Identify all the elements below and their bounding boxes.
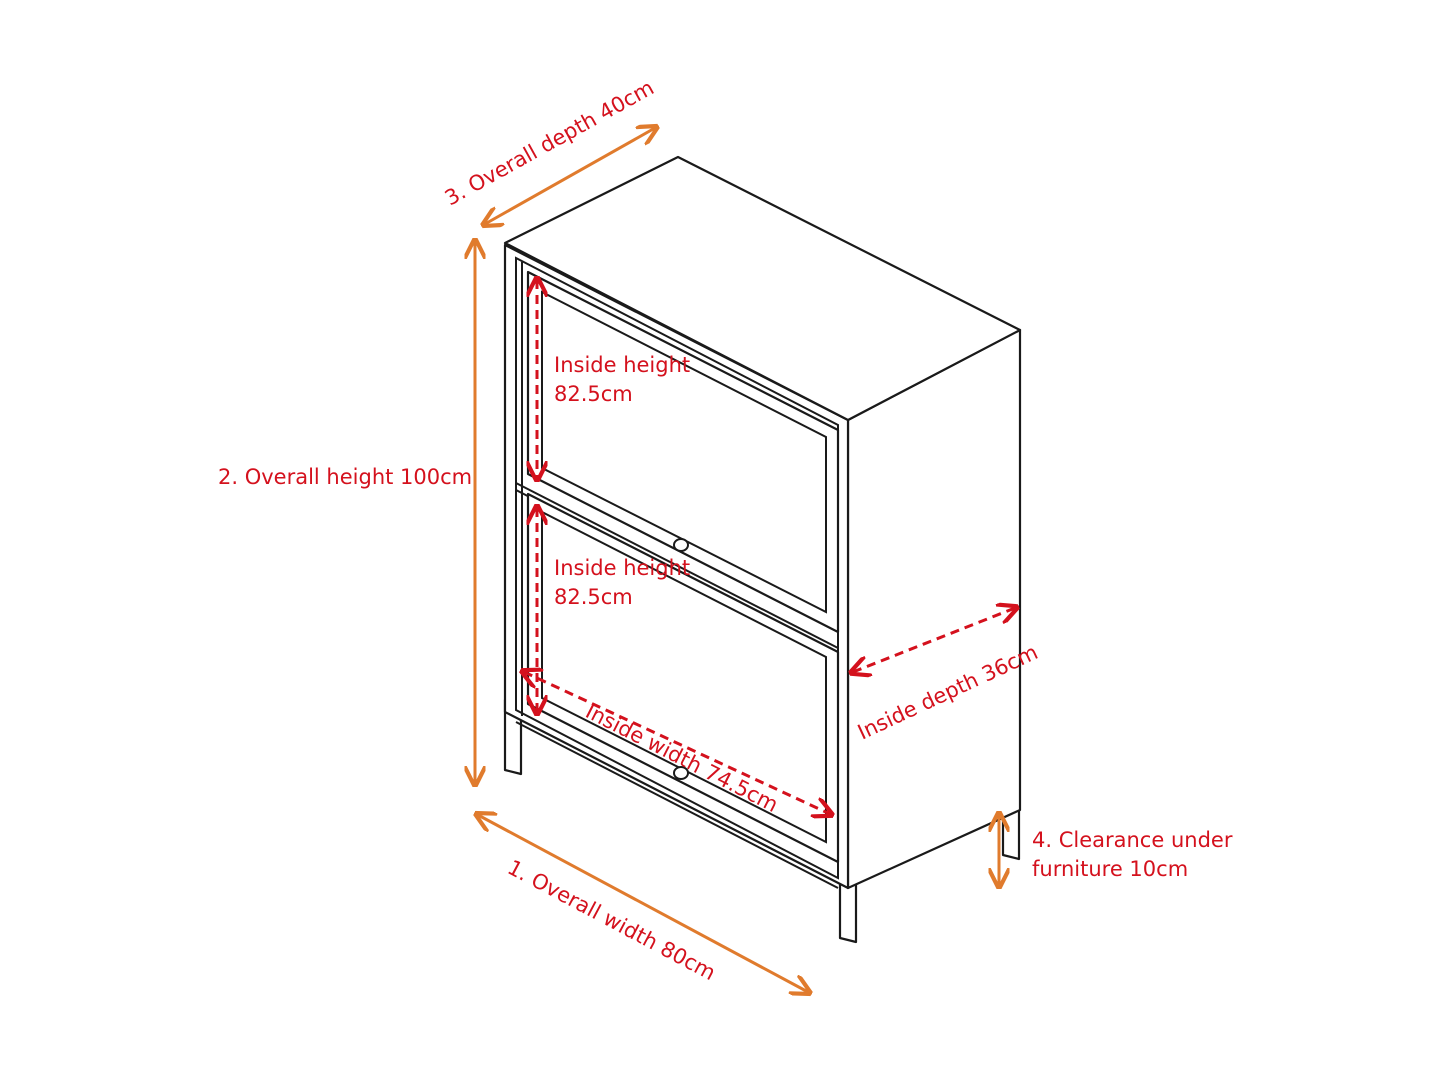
cabinet-drawing (503, 155, 1022, 944)
clearance-label-line2: furniture 10cm (1032, 857, 1188, 881)
overall-height-label: 2. Overall height 100cm (218, 465, 472, 489)
depth-arrow (485, 128, 655, 224)
side-panel (846, 328, 1022, 890)
inside-height-upper-label-line1: Inside height (554, 353, 690, 377)
width-arrow (478, 815, 808, 992)
upper-door-knob-icon (673, 538, 689, 552)
overall-width-label: 1. Overall width 80cm (504, 855, 720, 985)
inside-height-lower-label-line2: 82.5cm (554, 585, 633, 609)
inside-dimensions (524, 280, 1015, 814)
divider-rail (515, 482, 839, 649)
overall-dimensions (475, 128, 999, 992)
front-frame-inner (515, 256, 839, 880)
inside-width-arrow (524, 672, 830, 814)
inside-height-lower-label-line1: Inside height (554, 556, 690, 580)
inside-height-upper-label-line2: 82.5cm (554, 382, 633, 406)
clearance-label-line1: 4. Clearance under (1032, 828, 1233, 852)
